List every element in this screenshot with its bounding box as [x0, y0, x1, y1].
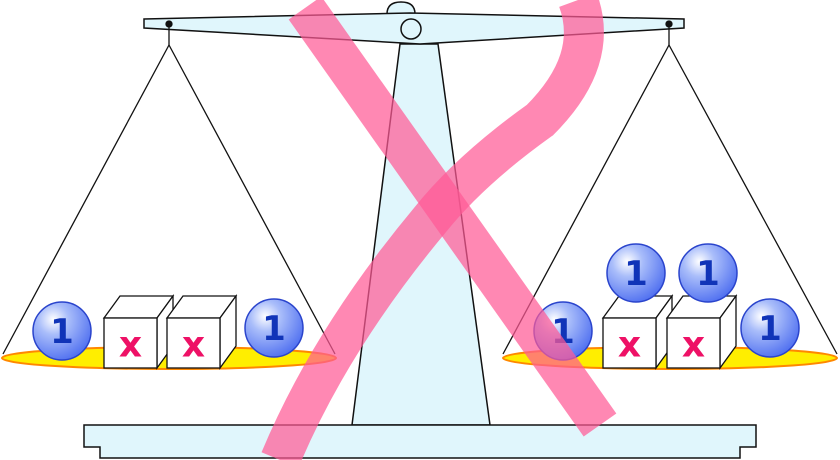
ball-shape [740, 298, 800, 358]
ball-shape [244, 298, 304, 358]
ball-label: 1 [624, 254, 648, 294]
unknown-cube: x [102, 294, 175, 370]
ball-shape [32, 301, 92, 361]
unknown-cube: x [165, 294, 238, 370]
cube-label: x [119, 325, 142, 366]
number-ball: 1 [244, 298, 304, 358]
beam-pivot [400, 18, 422, 40]
scale-base [83, 424, 757, 459]
ball-label: 1 [262, 309, 286, 349]
ball-label: 1 [758, 309, 782, 349]
ball-label: 1 [696, 254, 720, 294]
ball-shape [606, 243, 666, 303]
number-ball: 1 [32, 301, 92, 361]
cube-label: x [682, 325, 705, 366]
left-hanger [2, 20, 336, 355]
ball-label: 1 [50, 312, 74, 352]
cube-label: x [618, 325, 641, 366]
unknown-cube: x [601, 294, 674, 370]
number-ball: 1 [678, 243, 738, 303]
number-ball: 1 [606, 243, 666, 303]
cross-out-mark [261, 0, 617, 460]
number-ball: 1 [740, 298, 800, 358]
unknown-cube: x [665, 294, 738, 370]
cube-label: x [182, 325, 205, 366]
beam-knob [386, 1, 416, 15]
ball-shape [678, 243, 738, 303]
